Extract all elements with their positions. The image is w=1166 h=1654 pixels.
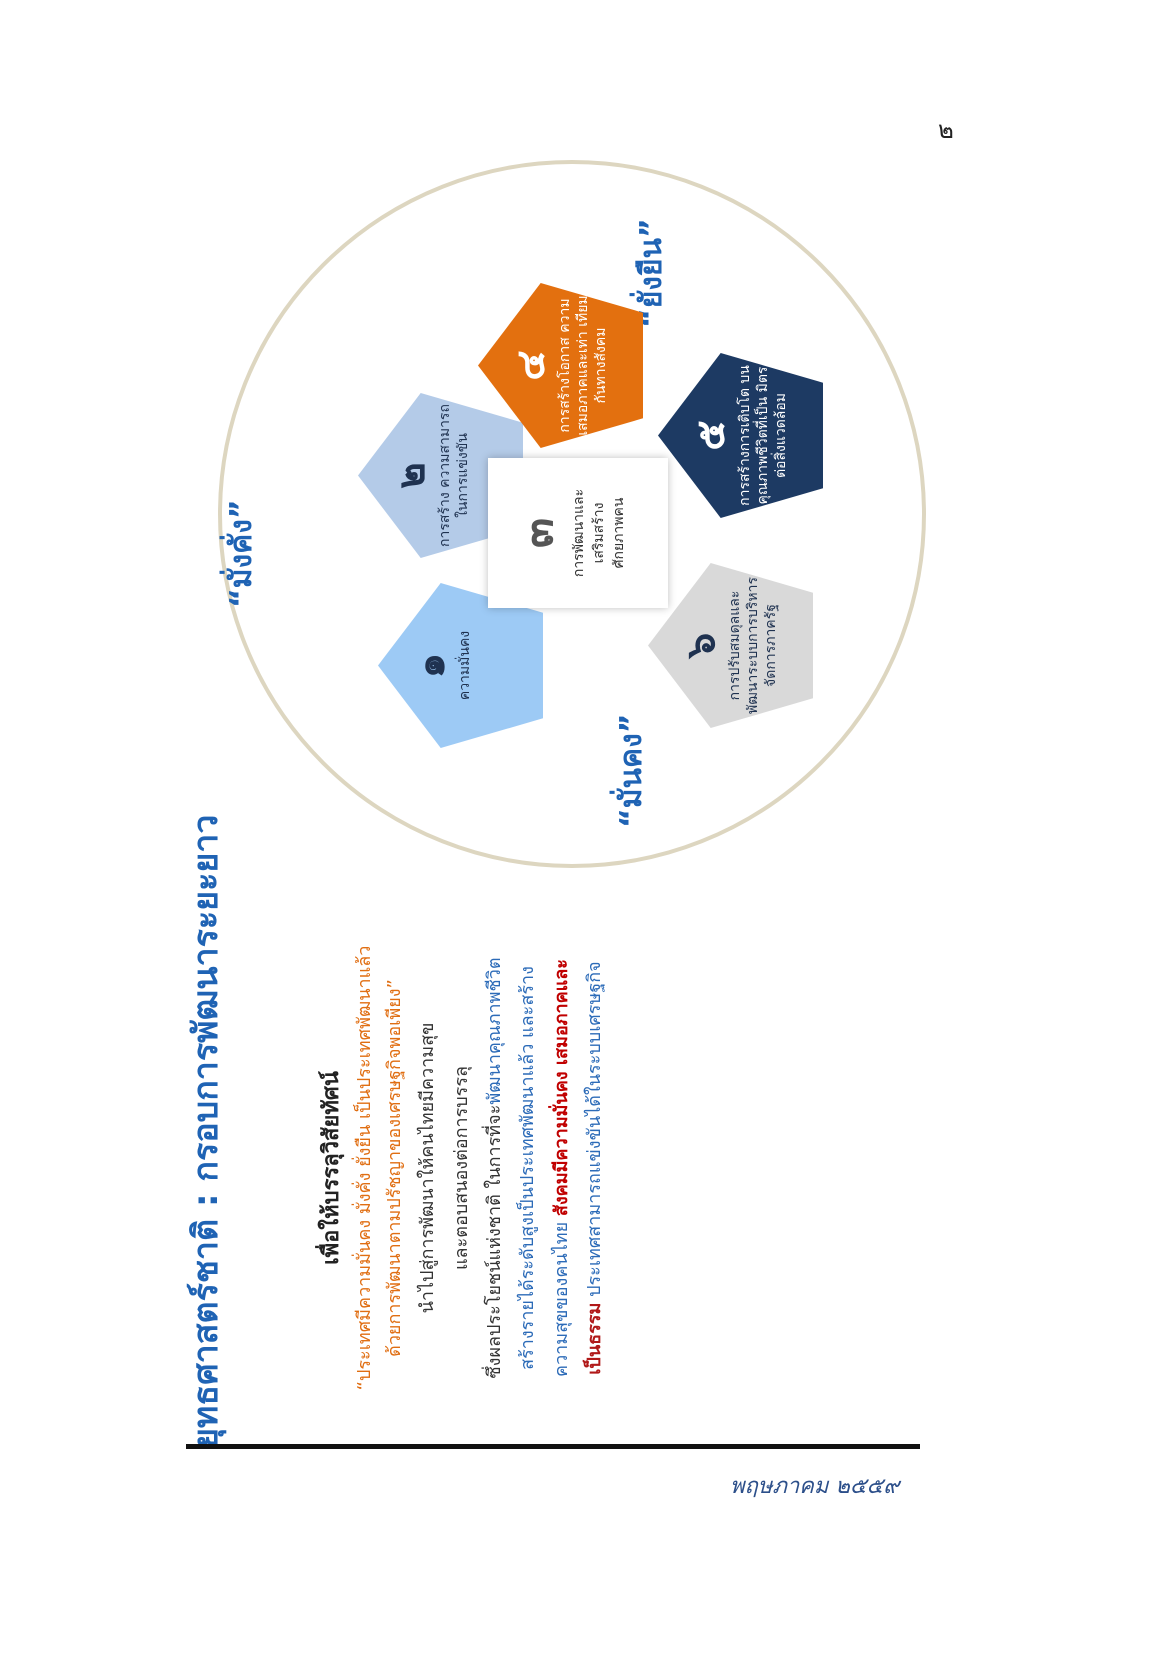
pentagon-5-text: การสร้างการเติบโต บนคุณภาพชีวิตที่เป็น ม… bbox=[737, 365, 789, 506]
center-text-2: เสริมสร้าง bbox=[591, 502, 607, 564]
footer-rule bbox=[186, 1444, 920, 1449]
pentagon-1-number: ๑ bbox=[408, 652, 454, 679]
page-number: ๒ bbox=[938, 116, 954, 144]
pentagon-4-text: การสร้างโอกาส ความเสมอภาคและเท่า เทียมกั… bbox=[557, 295, 609, 436]
center-text-3: ศักยภาพคน bbox=[611, 497, 627, 569]
footer-date: พฤษภาคม ๒๕๕๙ bbox=[730, 1474, 900, 1499]
pentagon-4-number: ๔ bbox=[508, 350, 554, 381]
intro-line-6: สร้างรายได้ระดับสูงเป็นประเทศพัฒนาแล้ว แ… bbox=[517, 966, 538, 1370]
center-text-1: การพัฒนาและ bbox=[571, 488, 587, 578]
vision-line-1: “ประเทศมีความมั่นคง มั่งคั่ง ยั่งยืน เป็… bbox=[354, 945, 375, 1391]
intro-line-5b: พัฒนาคุณภาพชีวิต bbox=[484, 957, 505, 1105]
pentagon-5-number: ๕ bbox=[688, 420, 734, 451]
pentagon-6: ๖ การปรับสมดุลและ พัฒนาระบบการบริหาร จัด… bbox=[648, 563, 813, 728]
intro-line-7: ความสุขของคนไทย สังคมมีความมั่นคง เสมอภา… bbox=[550, 888, 574, 1448]
center-number: ๓ bbox=[512, 517, 563, 549]
intro-line-7b: สังคมมีความมั่นคง เสมอภาคและ bbox=[551, 959, 572, 1217]
pentagon-2-text: การสร้าง ความสามารถ ในการแข่งขัน bbox=[437, 404, 471, 547]
intro-line-5a: ซึ่งผลประโยชน์แห่งชาติ ในการที่จะ bbox=[484, 1104, 505, 1379]
pentagon-4: ๔ การสร้างโอกาส ความเสมอภาคและเท่า เทียม… bbox=[478, 283, 643, 448]
intro-line-4: และตอบสนองต่อการบรรลุ bbox=[451, 1065, 472, 1271]
intro-line-8b: ประเทศสามารถแข่งขันได้ในระบบเศรษฐกิจ bbox=[584, 961, 605, 1303]
pentagon-2-number: ๒ bbox=[388, 462, 434, 489]
intro-line-5: ซึ่งผลประโยชน์แห่งชาติ ในการที่จะพัฒนาคุ… bbox=[483, 888, 507, 1448]
vision-line-2: ด้วยการพัฒนาตามปรัชญาของเศรษฐกิจพอเพียง” bbox=[384, 979, 405, 1357]
word-prosperity: “มั่งคั่ง” bbox=[224, 499, 259, 608]
pentagon-1-text: ความมั่นคง bbox=[457, 630, 473, 701]
intro-line-3: นำไปสู่การพัฒนาให้คนไทยมีความสุข bbox=[417, 1022, 438, 1314]
intro-line-7a: ความสุขของคนไทย bbox=[551, 1216, 572, 1377]
pentagon-6-text: การปรับสมดุลและ พัฒนาระบบการบริหาร จัดกา… bbox=[727, 577, 779, 714]
pentagon-6-number: ๖ bbox=[678, 632, 724, 659]
word-security: “มั่นคง” bbox=[614, 713, 649, 828]
intro-line-8a: เป็นธรรม bbox=[584, 1302, 605, 1375]
intro-line-8: เป็นธรรม ประเทศสามารถแข่งขันได้ในระบบเศร… bbox=[583, 888, 607, 1448]
intro-heading: เพื่อให้บรรลุวิสัยทัศน์ bbox=[319, 1071, 344, 1265]
center-box: ๓ การพัฒนาและ เสริมสร้าง ศักยภาพคน bbox=[488, 458, 668, 608]
pentagon-5: ๕ การสร้างการเติบโต บนคุณภาพชีวิตที่เป็น… bbox=[658, 353, 823, 518]
page-title: ยุทธศาสตร์ชาติ : กรอบการพัฒนาระยะยาว bbox=[186, 814, 226, 1448]
rotated-content: ยุทธศาสตร์ชาติ : กรอบการพัฒนาระยะยาว เพื… bbox=[178, 160, 998, 1448]
